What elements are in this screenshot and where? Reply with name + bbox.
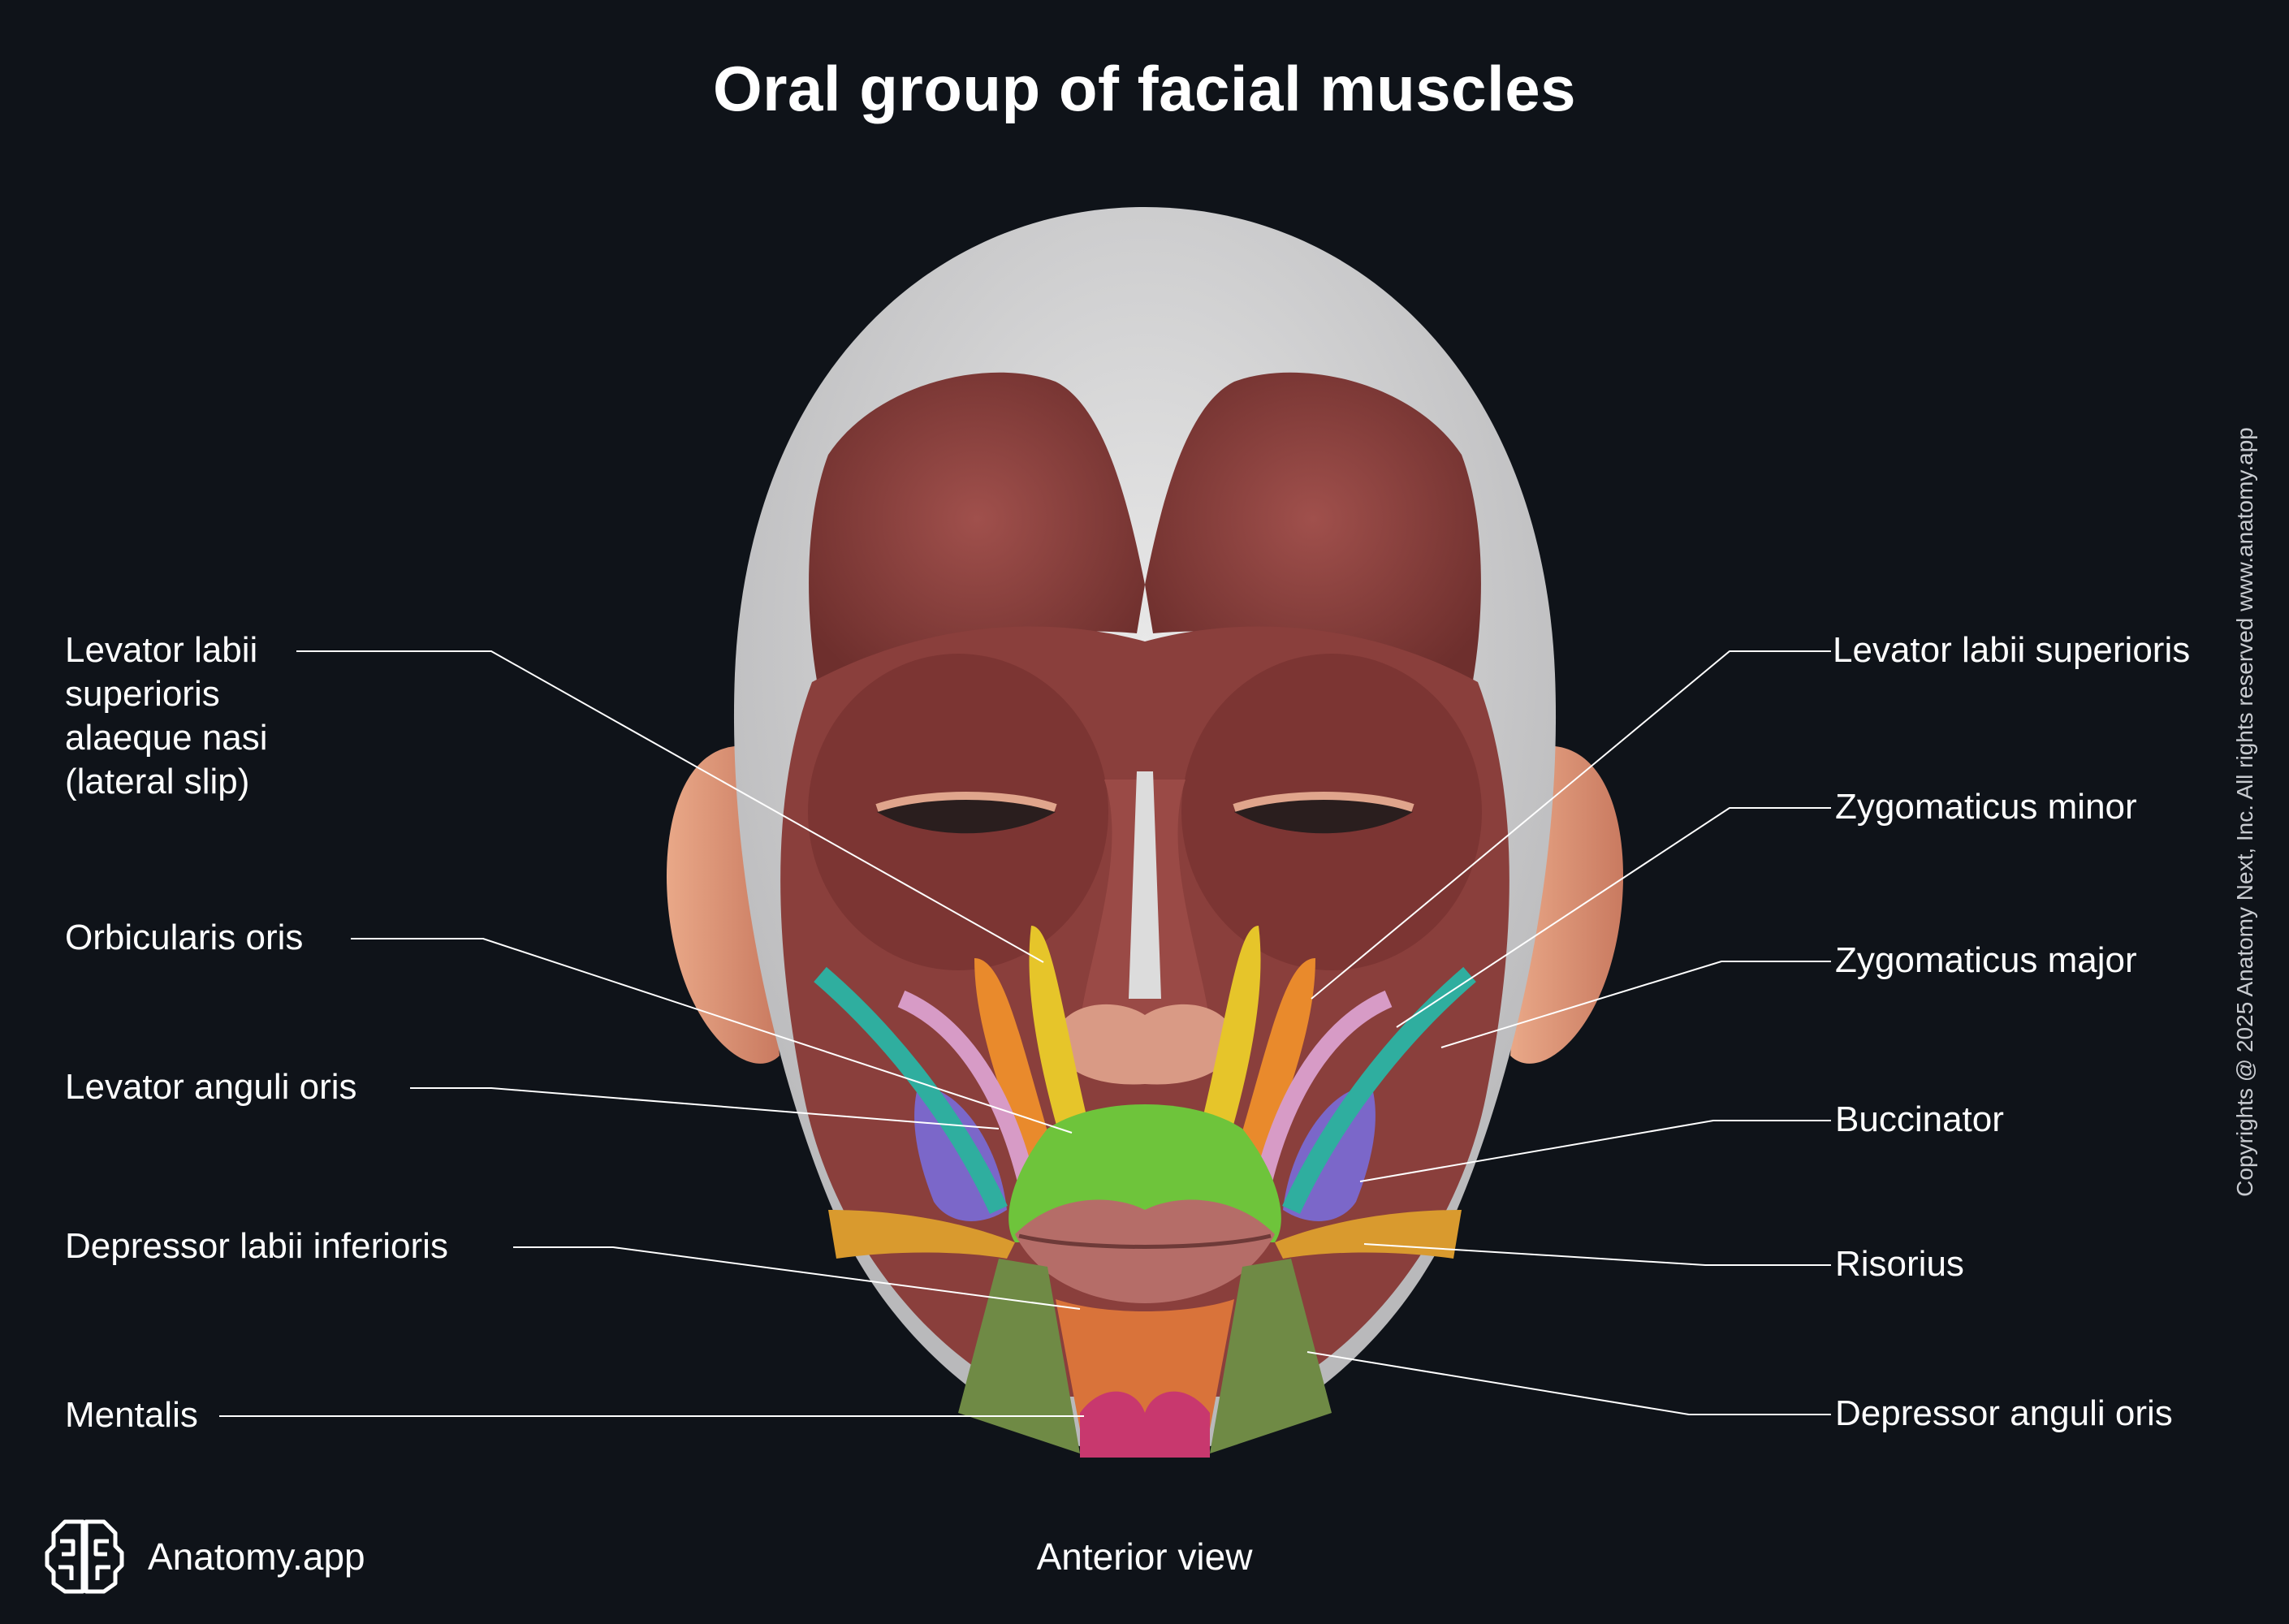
label-levator-labii-superioris: Levator labii superioris <box>1833 630 2191 670</box>
label-levator-anguli-oris: Levator anguli oris <box>65 1067 357 1107</box>
leader-buccinator <box>1359 1120 1831 1182</box>
dao-right <box>1210 1259 1332 1453</box>
leader-risorius <box>1363 1243 1831 1266</box>
leader-llsan <box>296 650 1044 963</box>
lips <box>1015 1199 1275 1303</box>
risorius-left <box>828 1210 1015 1259</box>
mentalis <box>1080 1391 1210 1458</box>
leader-dli <box>513 1246 1081 1310</box>
label-depressor-anguli-oris: Depressor anguli oris <box>1835 1393 2173 1433</box>
label-zygomaticus-major: Zygomaticus major <box>1835 940 2137 980</box>
page-title: Oral group of facial muscles <box>713 53 1576 124</box>
label-zygomaticus-minor: Zygomaticus minor <box>1835 787 2137 827</box>
zyg-major-right <box>1282 966 1476 1215</box>
nose-bridge-tendon <box>1129 771 1161 999</box>
brain-logo-icon <box>45 1519 124 1594</box>
leader-zyg-major <box>1440 961 1831 1048</box>
leader-dao <box>1306 1351 1831 1415</box>
dao-left <box>958 1259 1080 1453</box>
leader-lls <box>1311 650 1831 1000</box>
label-orbicularis-oris: Orbicularis oris <box>65 918 304 957</box>
zyg-minor-right <box>1250 990 1393 1204</box>
leader-lao <box>410 1087 1000 1129</box>
label-risorius: Risorius <box>1835 1244 1964 1284</box>
label-depressor-labii-inferioris: Depressor labii inferioris <box>65 1226 448 1266</box>
leader-zyg-minor <box>1396 807 1831 1028</box>
copyright-text: Copyrights @ 2025 Anatomy Next, Inc. All… <box>2232 427 2257 1197</box>
nose-tip <box>1054 1004 1236 1085</box>
frontalis-left <box>809 372 1145 698</box>
label-buccinator: Buccinator <box>1835 1099 2004 1139</box>
dli <box>1056 1299 1234 1429</box>
zyg-minor-left <box>897 990 1040 1204</box>
leader-lines <box>219 650 1831 1417</box>
view-label: Anterior view <box>1036 1535 1253 1578</box>
leader-orbicularis <box>351 938 1073 1134</box>
brand-name[interactable]: Anatomy.app <box>148 1535 365 1578</box>
zyg-major-left <box>814 966 1008 1215</box>
label-mentalis: Mentalis <box>65 1395 198 1435</box>
eyelid-right <box>1234 793 1413 834</box>
eyelid-left <box>877 793 1056 834</box>
frontalis-right <box>1145 372 1481 698</box>
label-levator-labii-superioris-alaeque-nasi: Levator labii superioris alaeque nasi (l… <box>65 630 268 801</box>
